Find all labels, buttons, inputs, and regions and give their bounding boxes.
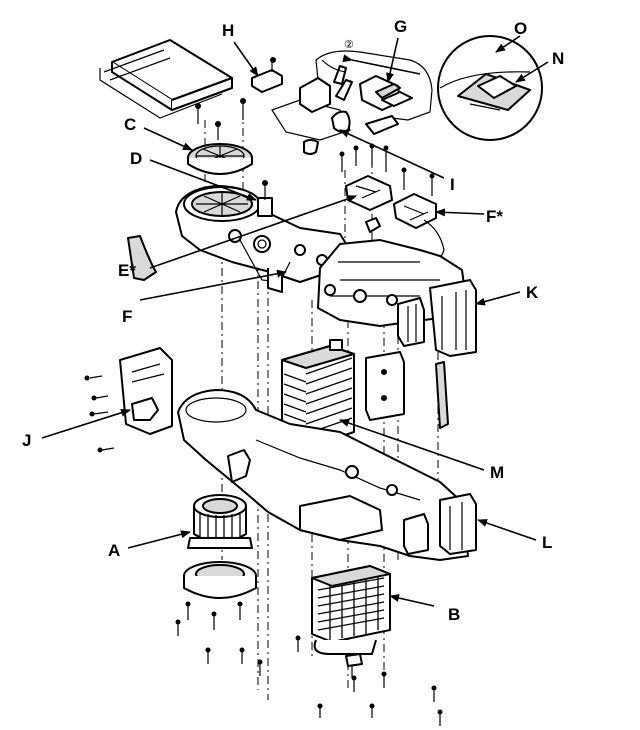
blower-case-lower-l <box>177 389 477 561</box>
callout-label-a: A <box>108 541 120 560</box>
seal-piece <box>127 235 157 281</box>
leader-lines <box>41 35 549 607</box>
callout-label-k: K <box>526 283 539 302</box>
heater-core-b <box>311 565 391 655</box>
callout-label-e-star: E* <box>118 261 136 280</box>
detail-marker: ② <box>344 38 354 51</box>
heater-case-upper-k <box>317 239 477 357</box>
callout-label-d: D <box>130 149 142 168</box>
door-linkage-assembly <box>271 50 433 155</box>
callout-labels: H G O N C D I F* E* F K J M L A B ② <box>22 17 564 624</box>
callout-label-n: N <box>552 49 564 68</box>
air-filter-pad <box>99 39 233 119</box>
blower-cover-j <box>84 347 173 453</box>
callout-label-j: J <box>22 431 31 450</box>
callout-label-l: L <box>542 533 552 552</box>
callout-label-i: I <box>450 175 455 194</box>
motor-mount-base <box>183 561 257 599</box>
evaporator-core-m <box>281 339 355 449</box>
detail-inset <box>437 35 543 141</box>
seal-plate <box>365 351 405 421</box>
motor-screws <box>175 601 263 676</box>
core-screws <box>295 635 443 726</box>
callout-label-f-star: F* <box>486 207 503 226</box>
fastener-d <box>257 180 273 217</box>
callout-label-b: B <box>448 605 460 624</box>
callout-label-m: M <box>490 463 504 482</box>
callout-label-f: F <box>122 307 132 326</box>
callout-label-c: C <box>124 115 136 134</box>
callout-label-h: H <box>222 21 234 40</box>
callout-label-g: G <box>394 17 407 36</box>
small-clip <box>339 151 381 233</box>
recirculation-cover-c <box>187 143 253 175</box>
blower-motor-a <box>187 494 253 549</box>
actuator-e <box>345 143 393 211</box>
seal-strip <box>435 361 449 429</box>
bracket-h <box>251 57 283 93</box>
cover-screws <box>195 98 246 140</box>
callout-label-o: O <box>514 19 527 38</box>
